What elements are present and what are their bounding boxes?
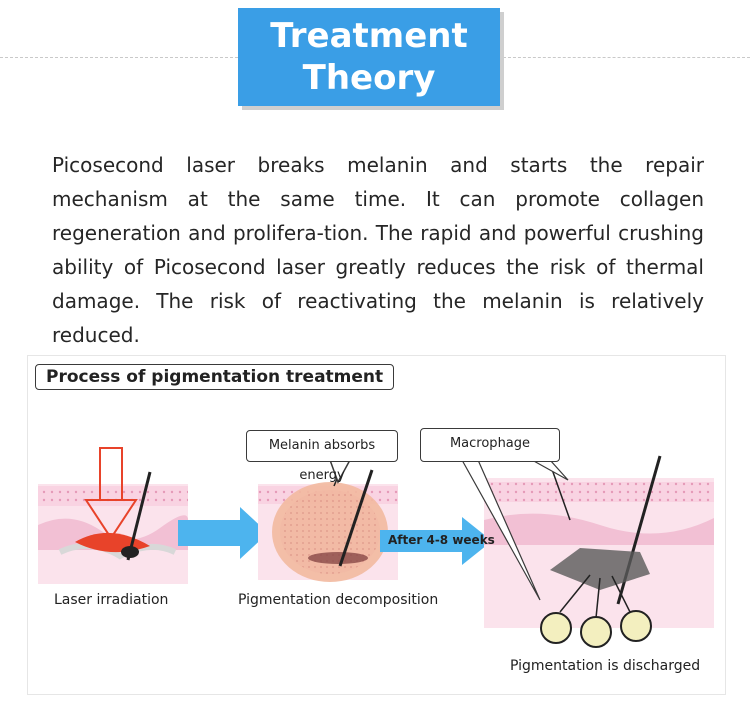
step3-caption: Pigmentation is discharged — [510, 658, 701, 674]
description-paragraph: Picosecond laser breaks melanin and star… — [52, 153, 704, 347]
title-line-2: Theory — [302, 58, 436, 98]
arrow-right-icon-2 — [380, 517, 492, 565]
skin-block-2 — [258, 459, 398, 582]
callout-macrophage: Macrophage — [420, 428, 560, 462]
section-title: Treatment Theory — [238, 8, 500, 106]
divider-left — [0, 57, 238, 58]
step2-caption: Pigmentation decomposition — [238, 592, 439, 608]
skin-block-3 — [484, 455, 714, 628]
title-line-1: Treatment — [270, 16, 468, 56]
arrow-right-icon-1 — [178, 507, 268, 559]
divider-right — [503, 57, 750, 58]
laser-beam-icon — [75, 447, 152, 561]
callout-melanin: Melanin absorbs energy — [246, 430, 398, 483]
step1-caption: Laser irradiation — [54, 592, 169, 608]
diagram-heading: Process of pigmentation treatment — [35, 364, 395, 390]
arrow-label: After 4-8 weeks — [388, 533, 495, 547]
macrophage-cells — [540, 610, 652, 648]
